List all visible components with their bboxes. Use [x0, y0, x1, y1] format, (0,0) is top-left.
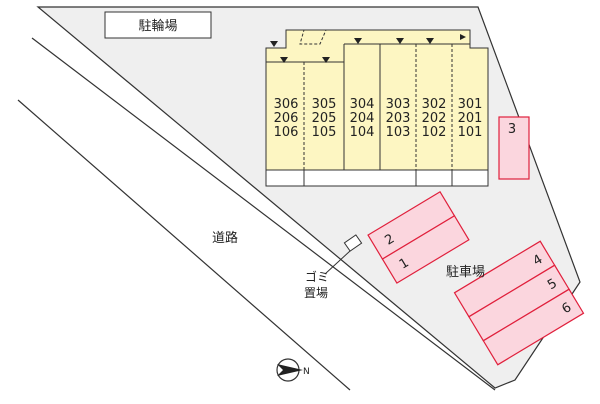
parking-space-2: 2: [367, 190, 456, 260]
road-edge-lower: [17, 99, 351, 391]
parking-label: 駐車場: [446, 265, 485, 280]
unit-number: 303: [386, 97, 411, 112]
unit-number: 202: [422, 111, 447, 126]
compass-letter: N: [303, 367, 310, 377]
unit-labels: 3062061063052051053042041043032031033022…: [274, 97, 483, 140]
unit-number: 101: [458, 125, 483, 140]
unit-number: 301: [458, 97, 483, 112]
unit-number: 106: [274, 125, 299, 140]
apartment-building: [265, 29, 489, 187]
unit-number: 302: [422, 97, 447, 112]
unit-number: 206: [274, 111, 299, 126]
road-edge-upper: [31, 37, 496, 391]
unit-number: 305: [312, 97, 337, 112]
unit-number: 205: [312, 111, 337, 126]
parking-space-5: 5: [468, 264, 570, 342]
unit-number: 304: [350, 97, 375, 112]
garbage-label-line1: ゴミ: [305, 269, 329, 284]
north-arrow-icon: N: [276, 358, 310, 382]
parking-group-4-6: 4 5 6: [453, 240, 585, 366]
road-label: 道路: [212, 230, 238, 246]
unit-number: 102: [422, 125, 447, 140]
unit-number: 105: [312, 125, 337, 140]
parking-space-3: 3: [498, 116, 530, 180]
garbage-label-line2: 置場: [304, 286, 328, 300]
parking-group-1-2: 2 1: [367, 190, 470, 284]
parking-number-3: 3: [508, 122, 516, 137]
parking-space-1: 1: [381, 214, 470, 284]
bicycle-parking: 駐輪場: [104, 11, 212, 39]
parking-space-6: 6: [482, 288, 585, 366]
unit-number: 104: [350, 125, 375, 140]
unit-number: 204: [350, 111, 375, 126]
garbage-area: ゴミ 置場: [304, 234, 363, 300]
unit-number: 201: [458, 111, 483, 126]
unit-number: 103: [386, 125, 411, 140]
bicycle-parking-label: 駐輪場: [138, 18, 177, 34]
unit-number: 203: [386, 111, 411, 126]
unit-number: 306: [274, 97, 299, 112]
